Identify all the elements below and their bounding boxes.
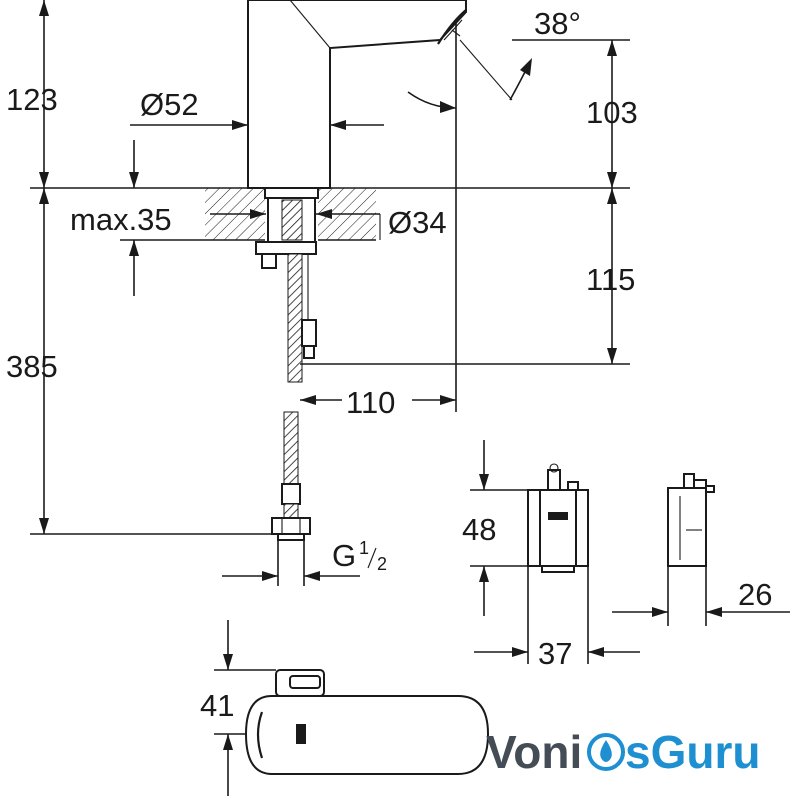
dim-26-label: 26 (738, 577, 772, 612)
dim-123-label: 123 (6, 82, 58, 117)
dim-37-label: 37 (538, 636, 572, 671)
dimension-angle-38: 38° (407, 6, 630, 113)
watermark-logo: Voni sGuru (486, 726, 760, 778)
dimension-length-110: 110 (300, 20, 457, 420)
dim-34-label: Ø34 (388, 205, 447, 240)
dimension-width-37: 37 (474, 566, 640, 671)
dim-41-label: 41 (200, 688, 234, 723)
dim-103-label: 103 (586, 95, 638, 130)
dim-g-fraction-numerator: 1 (359, 538, 369, 558)
dim-48-label: 48 (462, 512, 496, 547)
faucet-body (247, 0, 467, 189)
control-box-side (667, 473, 715, 567)
watermark-text-part2: sGuru (625, 726, 760, 778)
dimension-height-385: 385 (6, 188, 272, 535)
dim-110-label: 110 (346, 385, 395, 420)
dimension-thread-g-half: G 1 2 (222, 538, 387, 586)
mounting-assembly (255, 187, 319, 269)
dim-52-label: Ø52 (140, 87, 199, 122)
dim-385-label: 385 (6, 349, 58, 384)
dimension-height-115: 115 (300, 188, 635, 365)
supply-hose (271, 253, 317, 541)
dim-g-label: G (332, 538, 356, 573)
water-drop-icon (587, 733, 625, 771)
dimension-depth-26: 26 (612, 566, 790, 626)
dimension-height-41: 41 (200, 620, 276, 796)
watermark-text-part1: Voni (486, 726, 582, 778)
dim-38-label: 38° (534, 6, 581, 41)
dim-g-fraction-denominator: 2 (377, 554, 387, 574)
sensor-head (244, 669, 490, 775)
dimension-diameter-34: Ø34 (210, 205, 447, 240)
dimension-height-48: 48 (462, 440, 542, 616)
dimension-max-35: max.35 (70, 140, 205, 296)
dimension-diameter-52: Ø52 (130, 87, 384, 130)
dim-115-label: 115 (586, 262, 635, 297)
control-box-front (527, 463, 589, 573)
dimension-height-123: 123 (6, 0, 58, 188)
dimension-height-103: 103 (586, 40, 638, 188)
dim-max35-label: max.35 (70, 202, 172, 237)
